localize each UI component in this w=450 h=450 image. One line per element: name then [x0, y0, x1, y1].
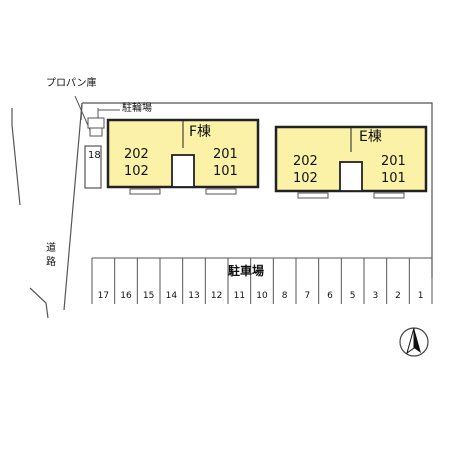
parking-stall-number: 8 [281, 291, 288, 301]
parking-stall-number: 7 [304, 291, 311, 301]
parking-stall-number: 13 [188, 291, 200, 301]
road-label-2: 路 [46, 257, 56, 268]
parking-stall-number: 14 [165, 291, 178, 301]
parking-stall-number: 10 [256, 291, 268, 301]
parking-stall-number: 6 [327, 291, 333, 301]
storage-number: 18 [88, 150, 101, 161]
unit-e-102: 102 [293, 171, 318, 186]
parking-stall-number: 12 [210, 291, 223, 301]
building-e [274, 125, 428, 199]
unit-e-101: 101 [381, 171, 406, 186]
parking-stall-number: 17 [97, 291, 110, 301]
parking-stall-number: 3 [372, 291, 379, 301]
parking-stall-number: 11 [233, 291, 246, 301]
bike-parking-label: 駐輪場 [122, 103, 152, 114]
parking-stall-number: 16 [120, 291, 132, 301]
building-f [106, 118, 260, 195]
unit-e-202: 202 [293, 154, 318, 169]
storage-box-18 [84, 145, 102, 189]
road-edge [11, 108, 49, 319]
unit-f-101: 101 [213, 164, 238, 179]
parking-lot [91, 257, 433, 304]
parking-stall-number: 2 [395, 291, 401, 301]
north-arrow-icon [399, 327, 429, 357]
parking-stall-number: 5 [349, 291, 356, 301]
propane-storage [87, 117, 105, 137]
unit-f-201: 201 [213, 147, 238, 162]
building-f-name: F棟 [189, 124, 212, 140]
parking-stall-number: 15 [142, 291, 155, 301]
unit-e-201: 201 [381, 154, 406, 169]
parking-title: 駐車場 [228, 264, 265, 278]
road-label-1: 道 [46, 243, 56, 254]
unit-f-102: 102 [124, 164, 149, 179]
unit-f-202: 202 [124, 147, 149, 162]
parking-stall-number: 1 [417, 291, 424, 301]
propane-storage-label: プロパン庫 [46, 78, 97, 89]
building-e-name: E棟 [359, 129, 382, 145]
